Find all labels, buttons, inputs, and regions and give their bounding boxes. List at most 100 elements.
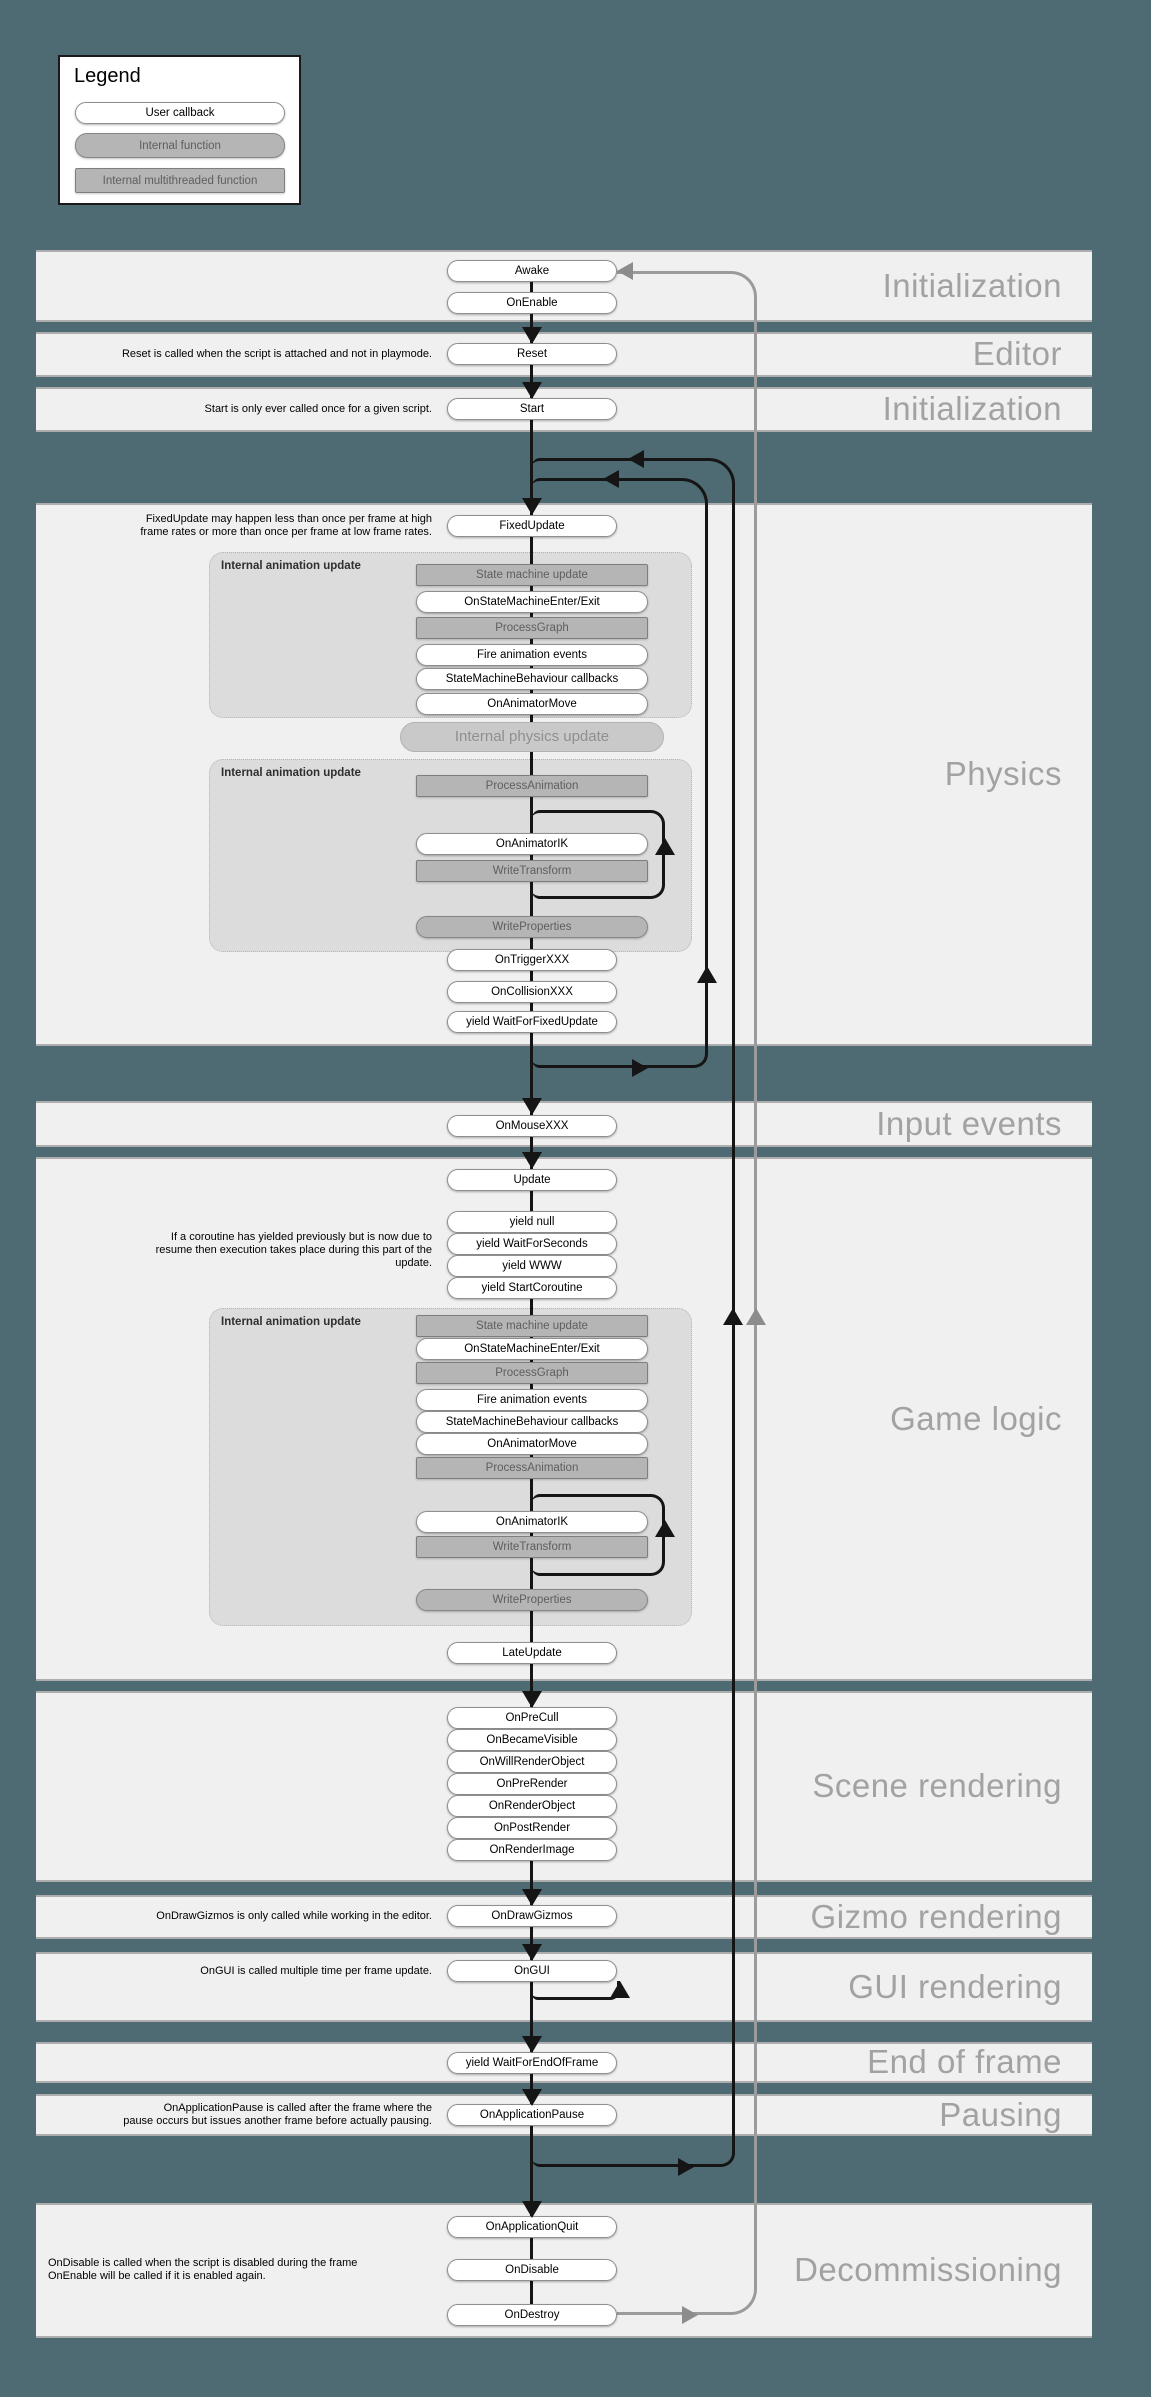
arrow-up-ik-loop-physics [655, 838, 675, 855]
arrow-right-pause-loop-branch [678, 2158, 694, 2176]
note-gizmos: OnDrawGizmos is only called while workin… [156, 1910, 432, 1922]
node-yield-null: yield null [447, 1211, 617, 1233]
node-statemachinebehaviour-callbacks-3: StateMachineBehaviour callbacks [416, 1411, 648, 1433]
node-onprecull: OnPreCull [447, 1707, 617, 1729]
arrow-down-to-ondrawgizmos [522, 1889, 542, 1906]
node-onpostrender: OnPostRender [447, 1817, 617, 1839]
node-internal-physics-update: Internal physics update [400, 722, 664, 752]
node-state-machine-update-3: State machine update [416, 1315, 648, 1337]
arrow-down-to-update [522, 1152, 542, 1169]
legend-user-callback: User callback [75, 102, 285, 124]
node-writetransform-3: WriteTransform [416, 1536, 648, 1558]
note-coroutine: If a coroutine has yielded previously bu… [155, 1231, 432, 1269]
node-onstatemachineenterexit-1: OnStateMachineEnter/Exit [416, 591, 648, 613]
arrow-down-to-onapppause [522, 2089, 542, 2106]
node-onapplicationquit: OnApplicationQuit [447, 2216, 617, 2238]
node-yield-startcoroutine: yield StartCoroutine [447, 1277, 617, 1299]
group-label-anim2: Internal animation update [221, 767, 361, 779]
node-onbecamevisible: OnBecameVisible [447, 1729, 617, 1751]
note-reset: Reset is called when the script is attac… [121, 348, 432, 360]
node-processanimation-2: ProcessAnimation [416, 775, 648, 797]
node-start: Start [447, 398, 617, 420]
node-ontriggerxxx: OnTriggerXXX [447, 949, 617, 971]
section-label-decommissioning: Decommissioning [794, 2251, 1062, 2288]
section-label-editor: Editor [972, 335, 1062, 372]
node-oncollisionxxx: OnCollisionXXX [447, 981, 617, 1003]
node-onrenderimage: OnRenderImage [447, 1839, 617, 1861]
section-label-initialization-2: Initialization [882, 390, 1062, 427]
arrow-down-to-endofframe [522, 2036, 542, 2053]
legend-title: Legend [74, 65, 141, 87]
node-yield-waitforfixedupdate: yield WaitForFixedUpdate [447, 1011, 617, 1033]
node-yield-waitforseconds: yield WaitForSeconds [447, 1233, 617, 1255]
section-label-gizmo-rendering: Gizmo rendering [810, 1898, 1062, 1935]
node-ondrawgizmos: OnDrawGizmos [447, 1905, 617, 1927]
section-label-gui-rendering: GUI rendering [848, 1968, 1062, 2005]
note-gui: OnGUI is called multiple time per frame … [200, 1965, 432, 1977]
arrow-up-ongui-loop [610, 1981, 630, 1998]
section-label-end-of-frame: End of frame [867, 2043, 1062, 2080]
note-start: Start is only ever called once for a giv… [204, 403, 432, 415]
animator-ik-loop-gamelogic [532, 1494, 665, 1576]
note-pause: OnApplicationPause is called after the f… [123, 2102, 432, 2127]
arrow-down-to-ongui [522, 1944, 542, 1961]
arrow-left-into-awake [617, 262, 633, 280]
arrow-down-to-reset [522, 327, 542, 344]
ongui-self-loop [532, 1981, 620, 2000]
node-yield-www: yield WWW [447, 1255, 617, 1277]
arrow-up-gray-loop [746, 1308, 766, 1325]
section-label-input-events: Input events [876, 1105, 1062, 1142]
arrow-right-physics-loop-branch [632, 1059, 648, 1077]
arrow-down-to-onprecull [522, 1691, 542, 1708]
node-writeproperties-2: WriteProperties [416, 916, 648, 938]
node-onapplicationpause: OnApplicationPause [447, 2104, 617, 2126]
arrow-down-to-onappquit [522, 2201, 542, 2218]
arrow-up-pause-loop [723, 1308, 743, 1325]
arrow-up-ik-loop-gamelogic [655, 1520, 675, 1537]
node-writeproperties-3: WriteProperties [416, 1589, 648, 1611]
note-fixedupdate: FixedUpdate may happen less than once pe… [140, 513, 432, 538]
node-onstatemachineenterexit-3: OnStateMachineEnter/Exit [416, 1338, 648, 1360]
node-fixedupdate: FixedUpdate [447, 515, 617, 537]
arrow-right-from-ondestroy [682, 2306, 698, 2324]
arrow-down-to-fixedupdate [522, 498, 542, 515]
node-fire-animation-events-1: Fire animation events [416, 644, 648, 666]
arrow-left-pause-loop-join [628, 450, 644, 468]
section-label-initialization-1: Initialization [882, 267, 1062, 304]
note-disable: OnDisable is called when the script is d… [48, 2257, 358, 2282]
node-reset: Reset [447, 343, 617, 365]
physics-feedback-path [532, 478, 708, 1068]
node-onanimatormove-3: OnAnimatorMove [416, 1433, 648, 1455]
node-writetransform-2: WriteTransform [416, 860, 648, 882]
legend-internal-function: Internal function [75, 133, 285, 158]
node-ongui: OnGUI [447, 1960, 617, 1982]
arrow-down-to-start [522, 382, 542, 399]
group-label-anim1: Internal animation update [221, 560, 361, 572]
node-statemachinebehaviour-callbacks-1: StateMachineBehaviour callbacks [416, 668, 648, 690]
node-processgraph-3: ProcessGraph [416, 1362, 648, 1384]
node-update: Update [447, 1169, 617, 1191]
node-state-machine-update-1: State machine update [416, 564, 648, 586]
node-yield-waitforendofframe: yield WaitForEndOfFrame [447, 2052, 617, 2074]
legend-internal-multithreaded-function: Internal multithreaded function [75, 168, 285, 193]
arrow-down-to-onmouse [522, 1098, 542, 1115]
node-lateupdate: LateUpdate [447, 1642, 617, 1664]
section-label-physics: Physics [944, 755, 1062, 792]
node-onmousexxx: OnMouseXXX [447, 1115, 617, 1137]
node-onanimatormove-1: OnAnimatorMove [416, 693, 648, 715]
node-onanimatorik-3: OnAnimatorIK [416, 1511, 648, 1533]
node-onprerender: OnPreRender [447, 1773, 617, 1795]
section-label-pausing: Pausing [939, 2096, 1062, 2133]
node-onanimatorik-2: OnAnimatorIK [416, 833, 648, 855]
node-onenable: OnEnable [447, 292, 617, 314]
section-label-game-logic: Game logic [890, 1400, 1062, 1437]
node-processgraph-1: ProcessGraph [416, 617, 648, 639]
node-ondisable: OnDisable [447, 2259, 617, 2281]
legend-box: Legend User callback Internal function I… [58, 55, 301, 205]
node-onwillrenderobject: OnWillRenderObject [447, 1751, 617, 1773]
node-fire-animation-events-3: Fire animation events [416, 1389, 648, 1411]
group-label-anim3: Internal animation update [221, 1316, 361, 1328]
node-onrenderobject: OnRenderObject [447, 1795, 617, 1817]
section-label-scene-rendering: Scene rendering [812, 1767, 1062, 1804]
